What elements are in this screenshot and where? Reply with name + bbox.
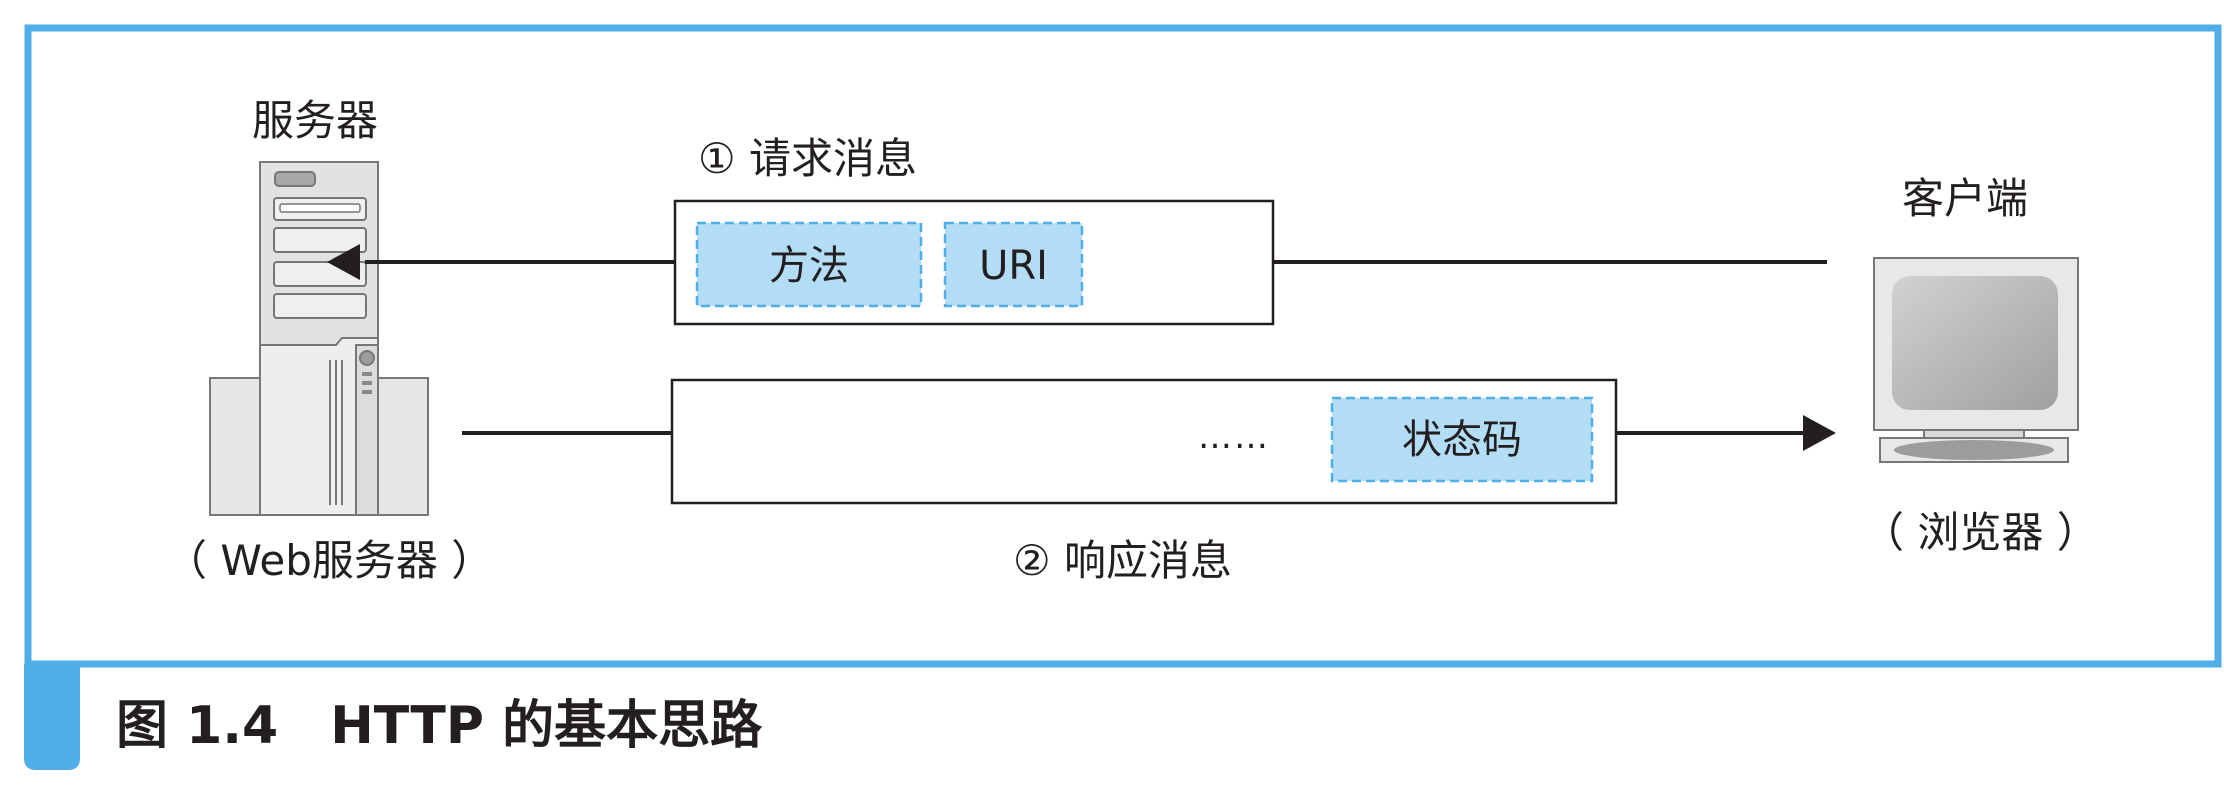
caption-tab [24,664,80,770]
server-title: 服务器 [252,96,379,145]
request-field-uri [943,221,1084,308]
client-subtitle: （ 浏览器 ） [1862,508,2099,557]
figure-frame [24,24,2222,668]
server-subtitle: （ Web服务器 ） [165,536,494,585]
request-field-uri-label: URI [979,243,1048,289]
response-field-status-code [1330,396,1594,483]
response-ellipsis: …… [1198,417,1270,457]
computer-icon [1873,257,2079,463]
response-arrow [462,415,1836,451]
figure-caption: 图 1.4 HTTP 的基本思路 [116,696,763,756]
request-caption: ① 请求消息 [698,134,918,183]
request-field-method-label: 方法 [769,243,849,289]
client-title: 客户端 [1902,174,2029,223]
response-field-status-code-label: 状态码 [1402,417,1522,463]
request-arrow [327,244,1827,280]
server-icon [209,161,429,516]
response-caption: ② 响应消息 [1013,536,1233,585]
request-field-method [695,221,923,308]
